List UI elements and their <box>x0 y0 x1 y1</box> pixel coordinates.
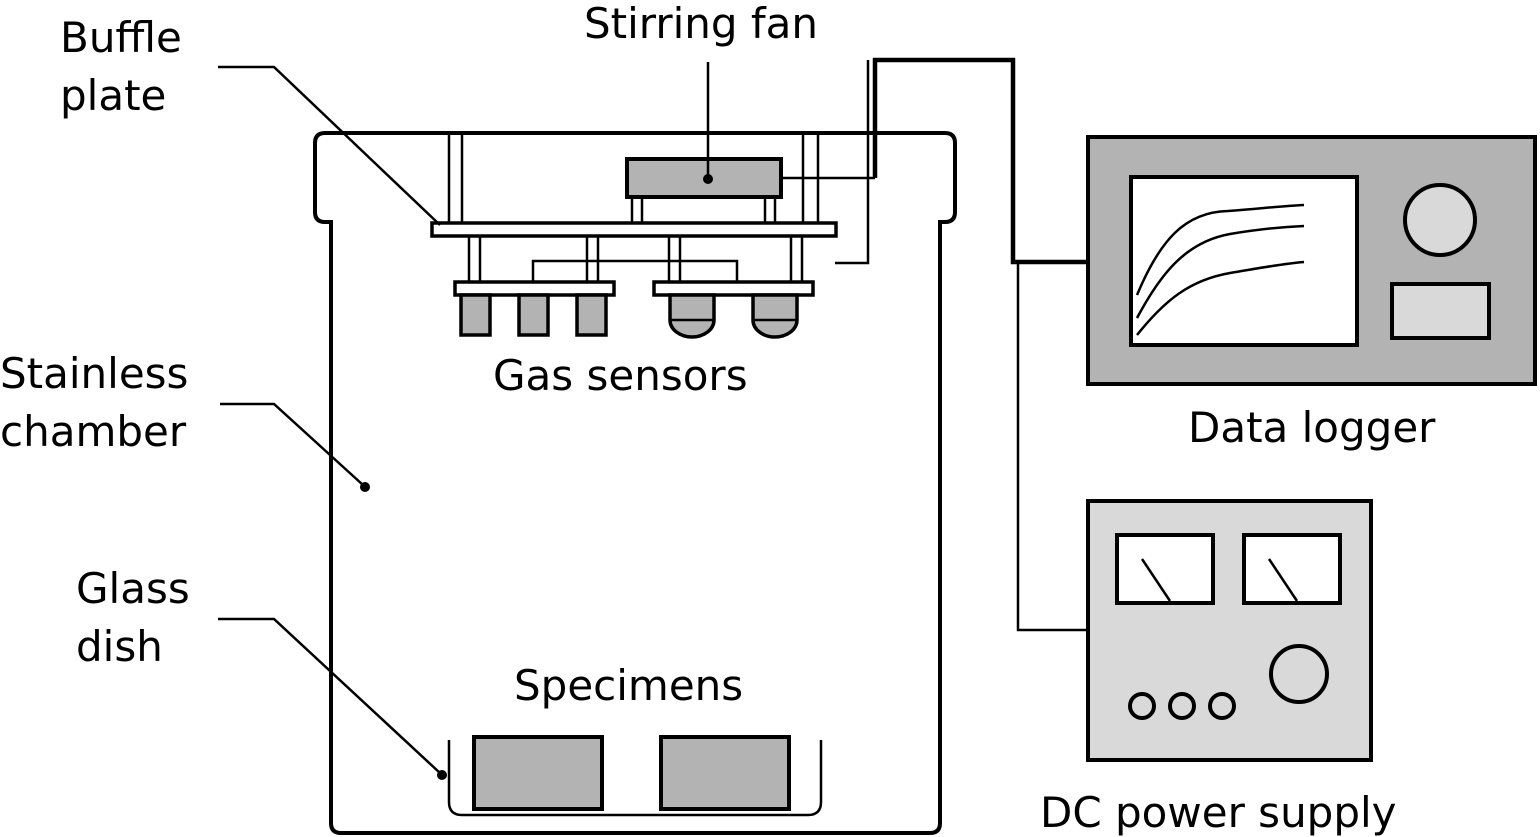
chamber-leader <box>220 402 364 486</box>
buffle-plate-leader <box>218 65 441 226</box>
buffle-plate-label-line1: Buffle <box>60 13 182 62</box>
specimens-label: Specimens <box>514 661 743 710</box>
power-knob <box>1269 644 1329 704</box>
terminal <box>1168 692 1196 720</box>
dc-power-supply-icon <box>1086 499 1373 762</box>
leader-lines <box>218 65 441 774</box>
specimens <box>472 735 791 811</box>
logger-button <box>1390 282 1491 340</box>
specimen <box>659 735 791 811</box>
buffle-plate-label-line2: plate <box>60 71 166 120</box>
glass-dish-label-line1: Glass <box>76 564 190 613</box>
buffle-plate <box>430 221 838 238</box>
dc-power-supply-label: DC power supply <box>1040 788 1397 837</box>
stainless-chamber-label-line1: Stainless <box>0 349 188 398</box>
stainless-chamber-label-line2: chamber <box>0 407 187 456</box>
logger-knob <box>1403 183 1477 257</box>
data-logger-icon <box>1086 135 1537 386</box>
specimen <box>472 735 604 811</box>
dish-leader <box>218 617 441 774</box>
signal-cables <box>781 57 1088 632</box>
logger-screen <box>1129 175 1359 347</box>
terminal <box>1208 692 1236 720</box>
data-logger-label: Data logger <box>1188 403 1436 452</box>
stirring-fan-icon <box>625 62 783 223</box>
stainless-chamber <box>313 131 957 835</box>
gas-sensor-icon <box>453 236 815 339</box>
terminal <box>1128 692 1156 720</box>
gas-sensors-label: Gas sensors <box>493 351 748 400</box>
glass-dish-label-line2: dish <box>76 622 163 671</box>
stirring-fan-label: Stirring fan <box>584 0 818 48</box>
